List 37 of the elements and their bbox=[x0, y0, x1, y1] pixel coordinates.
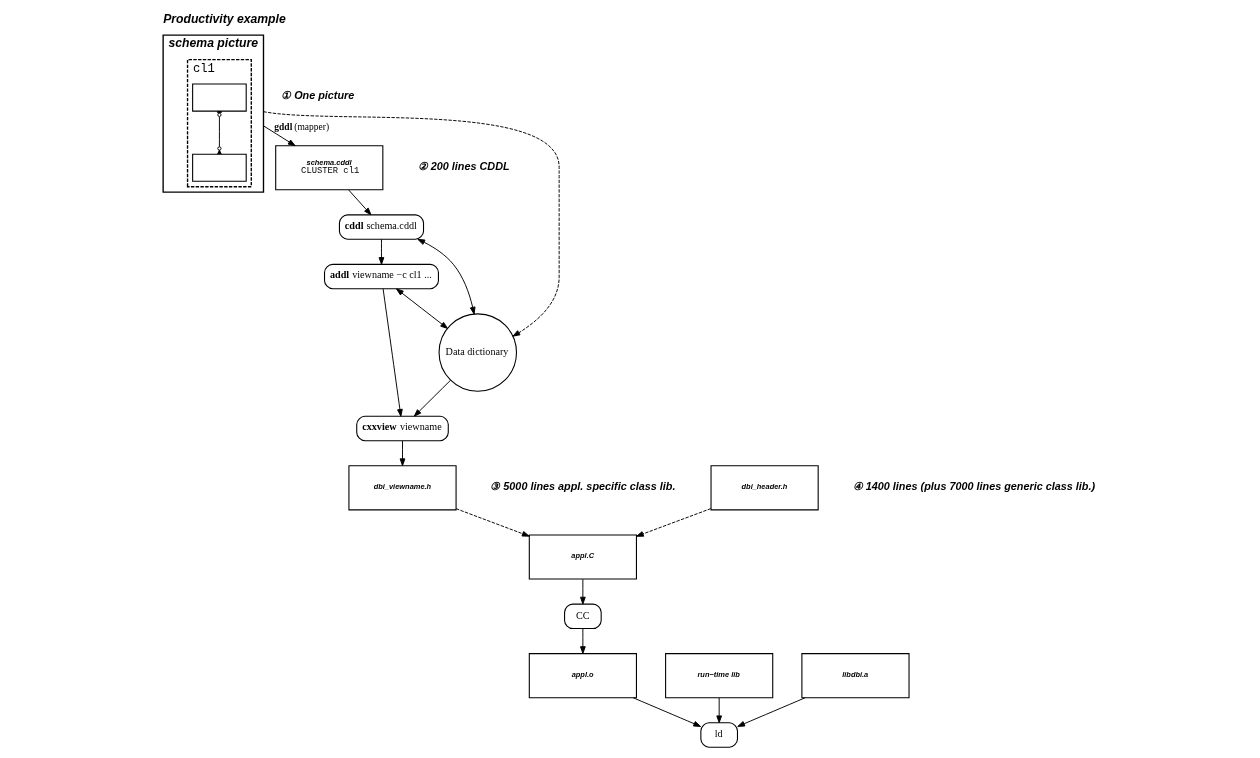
node-box: appl.C bbox=[528, 534, 637, 580]
arrow bbox=[636, 508, 712, 537]
arrow bbox=[396, 288, 448, 329]
arrow bbox=[378, 238, 385, 265]
node-box: appl.o bbox=[528, 653, 637, 699]
connector bbox=[216, 110, 222, 155]
arrow bbox=[382, 288, 403, 417]
arrow bbox=[399, 440, 406, 467]
node-box: run−time lib bbox=[665, 653, 774, 699]
arrow bbox=[263, 111, 560, 337]
edge-label: gddl (mapper) bbox=[274, 122, 330, 133]
node-box: ld bbox=[700, 722, 738, 748]
arrow bbox=[580, 578, 586, 605]
node-label: ④ 1400 lines (plus 7000 lines generic class lib.) bbox=[852, 479, 1096, 492]
node-box: dbi_viewname.h bbox=[348, 465, 457, 511]
arrow bbox=[580, 628, 586, 654]
node-box: cxxview viewname bbox=[356, 415, 449, 442]
arrow bbox=[263, 125, 296, 147]
node-label: ② 200 lines CDDL bbox=[417, 159, 510, 172]
arrow bbox=[348, 189, 372, 216]
node-box: dbi_header.h bbox=[710, 465, 819, 511]
arrow bbox=[737, 697, 806, 727]
arrow bbox=[716, 697, 722, 724]
arrow bbox=[413, 379, 452, 417]
node-box: libdbi.a bbox=[801, 653, 910, 699]
diagram-title: Productivity example bbox=[163, 11, 286, 26]
node-label: ③ 5000 lines appl. specific class lib. bbox=[490, 479, 676, 492]
node-box: CC bbox=[564, 603, 602, 630]
node-label: ① One picture bbox=[281, 89, 355, 102]
arrow bbox=[417, 238, 476, 315]
arrow bbox=[455, 508, 530, 537]
arrow bbox=[632, 697, 702, 727]
cluster: cl1 bbox=[186, 58, 252, 188]
node-box: cddl schema.cddl bbox=[338, 214, 425, 240]
node-box bbox=[192, 153, 247, 182]
node-box: addl viewname −c cl1 ... bbox=[323, 263, 439, 290]
node-box: schema.cddl CLUSTER cl1 bbox=[275, 145, 384, 191]
